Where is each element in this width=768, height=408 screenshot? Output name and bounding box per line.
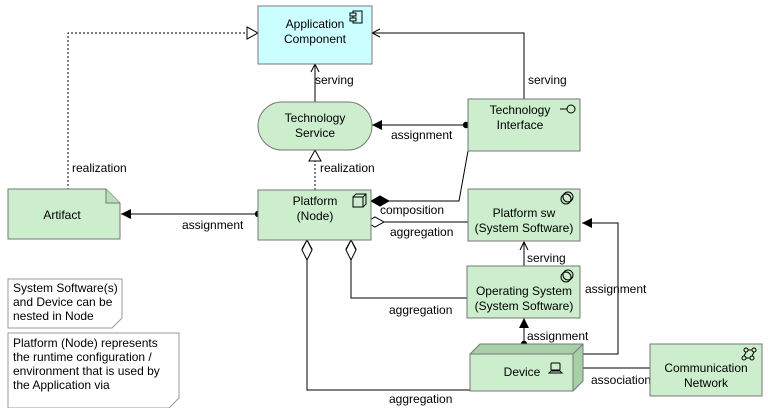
- label-serving-1: serving: [315, 73, 354, 87]
- node-icon: [352, 193, 367, 208]
- platform-node-label-2: (Node): [297, 209, 334, 223]
- application-component-node[interactable]: Application Component: [257, 5, 373, 65]
- aggregation-diamond-device: [301, 238, 313, 262]
- technology-interface-label-2: Interface: [497, 118, 544, 132]
- note-platform-line-2: the runtime configuration /: [13, 350, 152, 364]
- label-assignment-2: assignment: [182, 218, 244, 232]
- assignment-device-to-platformsw-line[interactable]: [576, 218, 619, 358]
- note-nesting[interactable]: System Software(s) and Device can be nes…: [7, 278, 123, 329]
- note-platform-line-4: the Application via: [13, 378, 110, 392]
- system-software-icon: [560, 269, 574, 283]
- artifact-label: Artifact: [43, 208, 81, 222]
- communication-network-node[interactable]: Communication Network: [649, 343, 763, 397]
- label-aggregation-2: aggregation: [389, 303, 452, 317]
- operating-system-label-2: (System Software): [475, 299, 574, 313]
- technology-interface-node[interactable]: Technology Interface: [467, 98, 581, 152]
- note-nesting-line-2: and Device can be: [13, 295, 113, 309]
- aggregation-diamond-os: [345, 238, 357, 262]
- label-assignment-4: assignment: [527, 329, 589, 343]
- label-association: association: [591, 373, 651, 387]
- note-platform[interactable]: Platform (Node) represents the runtime c…: [7, 332, 180, 408]
- composition-platform-interface-line[interactable]: [371, 150, 469, 201]
- network-icon: [741, 347, 757, 361]
- communication-network-label-1: Communication: [664, 361, 747, 375]
- device-label: Device: [504, 365, 541, 379]
- platform-node-label-1: Platform: [293, 194, 338, 208]
- operating-system-node[interactable]: Operating System (System Software): [466, 265, 581, 319]
- note-platform-line-1: Platform (Node) represents: [13, 336, 158, 350]
- aggregation-diamonds: [301, 238, 357, 262]
- platform-node[interactable]: Platform (Node): [257, 189, 372, 241]
- note-platform-line-3: environment that is used by: [13, 364, 160, 378]
- technology-service-node[interactable]: Technology Service: [257, 101, 373, 151]
- relation-labels: serving serving assignment realization r…: [72, 73, 651, 406]
- platform-sw-node[interactable]: Platform sw (System Software): [467, 188, 581, 242]
- label-aggregation-3: aggregation: [389, 392, 452, 406]
- realization-artifact-to-application-line[interactable]: [67, 26, 260, 190]
- aggregation-platform-device-line[interactable]: [307, 240, 470, 391]
- platform-sw-label-1: Platform sw: [493, 206, 556, 220]
- artifact-node[interactable]: Artifact: [7, 188, 121, 240]
- device-node[interactable]: Device: [469, 343, 584, 392]
- system-software-icon: [560, 191, 574, 205]
- aggregation-platform-os-line[interactable]: [351, 240, 467, 299]
- communication-network-label-2: Network: [684, 376, 729, 390]
- label-assignment-3: assignment: [585, 282, 647, 296]
- relations: [67, 26, 650, 391]
- label-serving-3: serving: [527, 251, 566, 265]
- platform-sw-label-2: (System Software): [475, 221, 574, 235]
- label-realization-2: realization: [72, 161, 127, 175]
- technology-service-label-1: Technology: [285, 111, 346, 125]
- note-nesting-line-3: nested in Node: [13, 309, 94, 323]
- note-nesting-line-1: System Software(s): [13, 281, 118, 295]
- label-serving-2: serving: [528, 73, 567, 87]
- label-composition: composition: [380, 203, 444, 217]
- technology-service-label-2: Service: [295, 126, 335, 140]
- artifact-folded-corner-icon: [105, 189, 120, 204]
- interface-icon: [560, 104, 576, 114]
- serving-interface-to-application-line[interactable]: [372, 33, 525, 99]
- label-aggregation-1: aggregation: [390, 225, 453, 239]
- application-component-label-1: Application: [286, 17, 345, 31]
- application-component-label-2: Component: [284, 32, 347, 46]
- component-icon: [349, 10, 363, 24]
- device-icon: [547, 362, 564, 374]
- label-assignment-1: assignment: [391, 128, 453, 142]
- technology-interface-label-1: Technology: [490, 103, 551, 117]
- label-realization-1: realization: [320, 161, 375, 175]
- operating-system-label-1: Operating System: [476, 284, 572, 298]
